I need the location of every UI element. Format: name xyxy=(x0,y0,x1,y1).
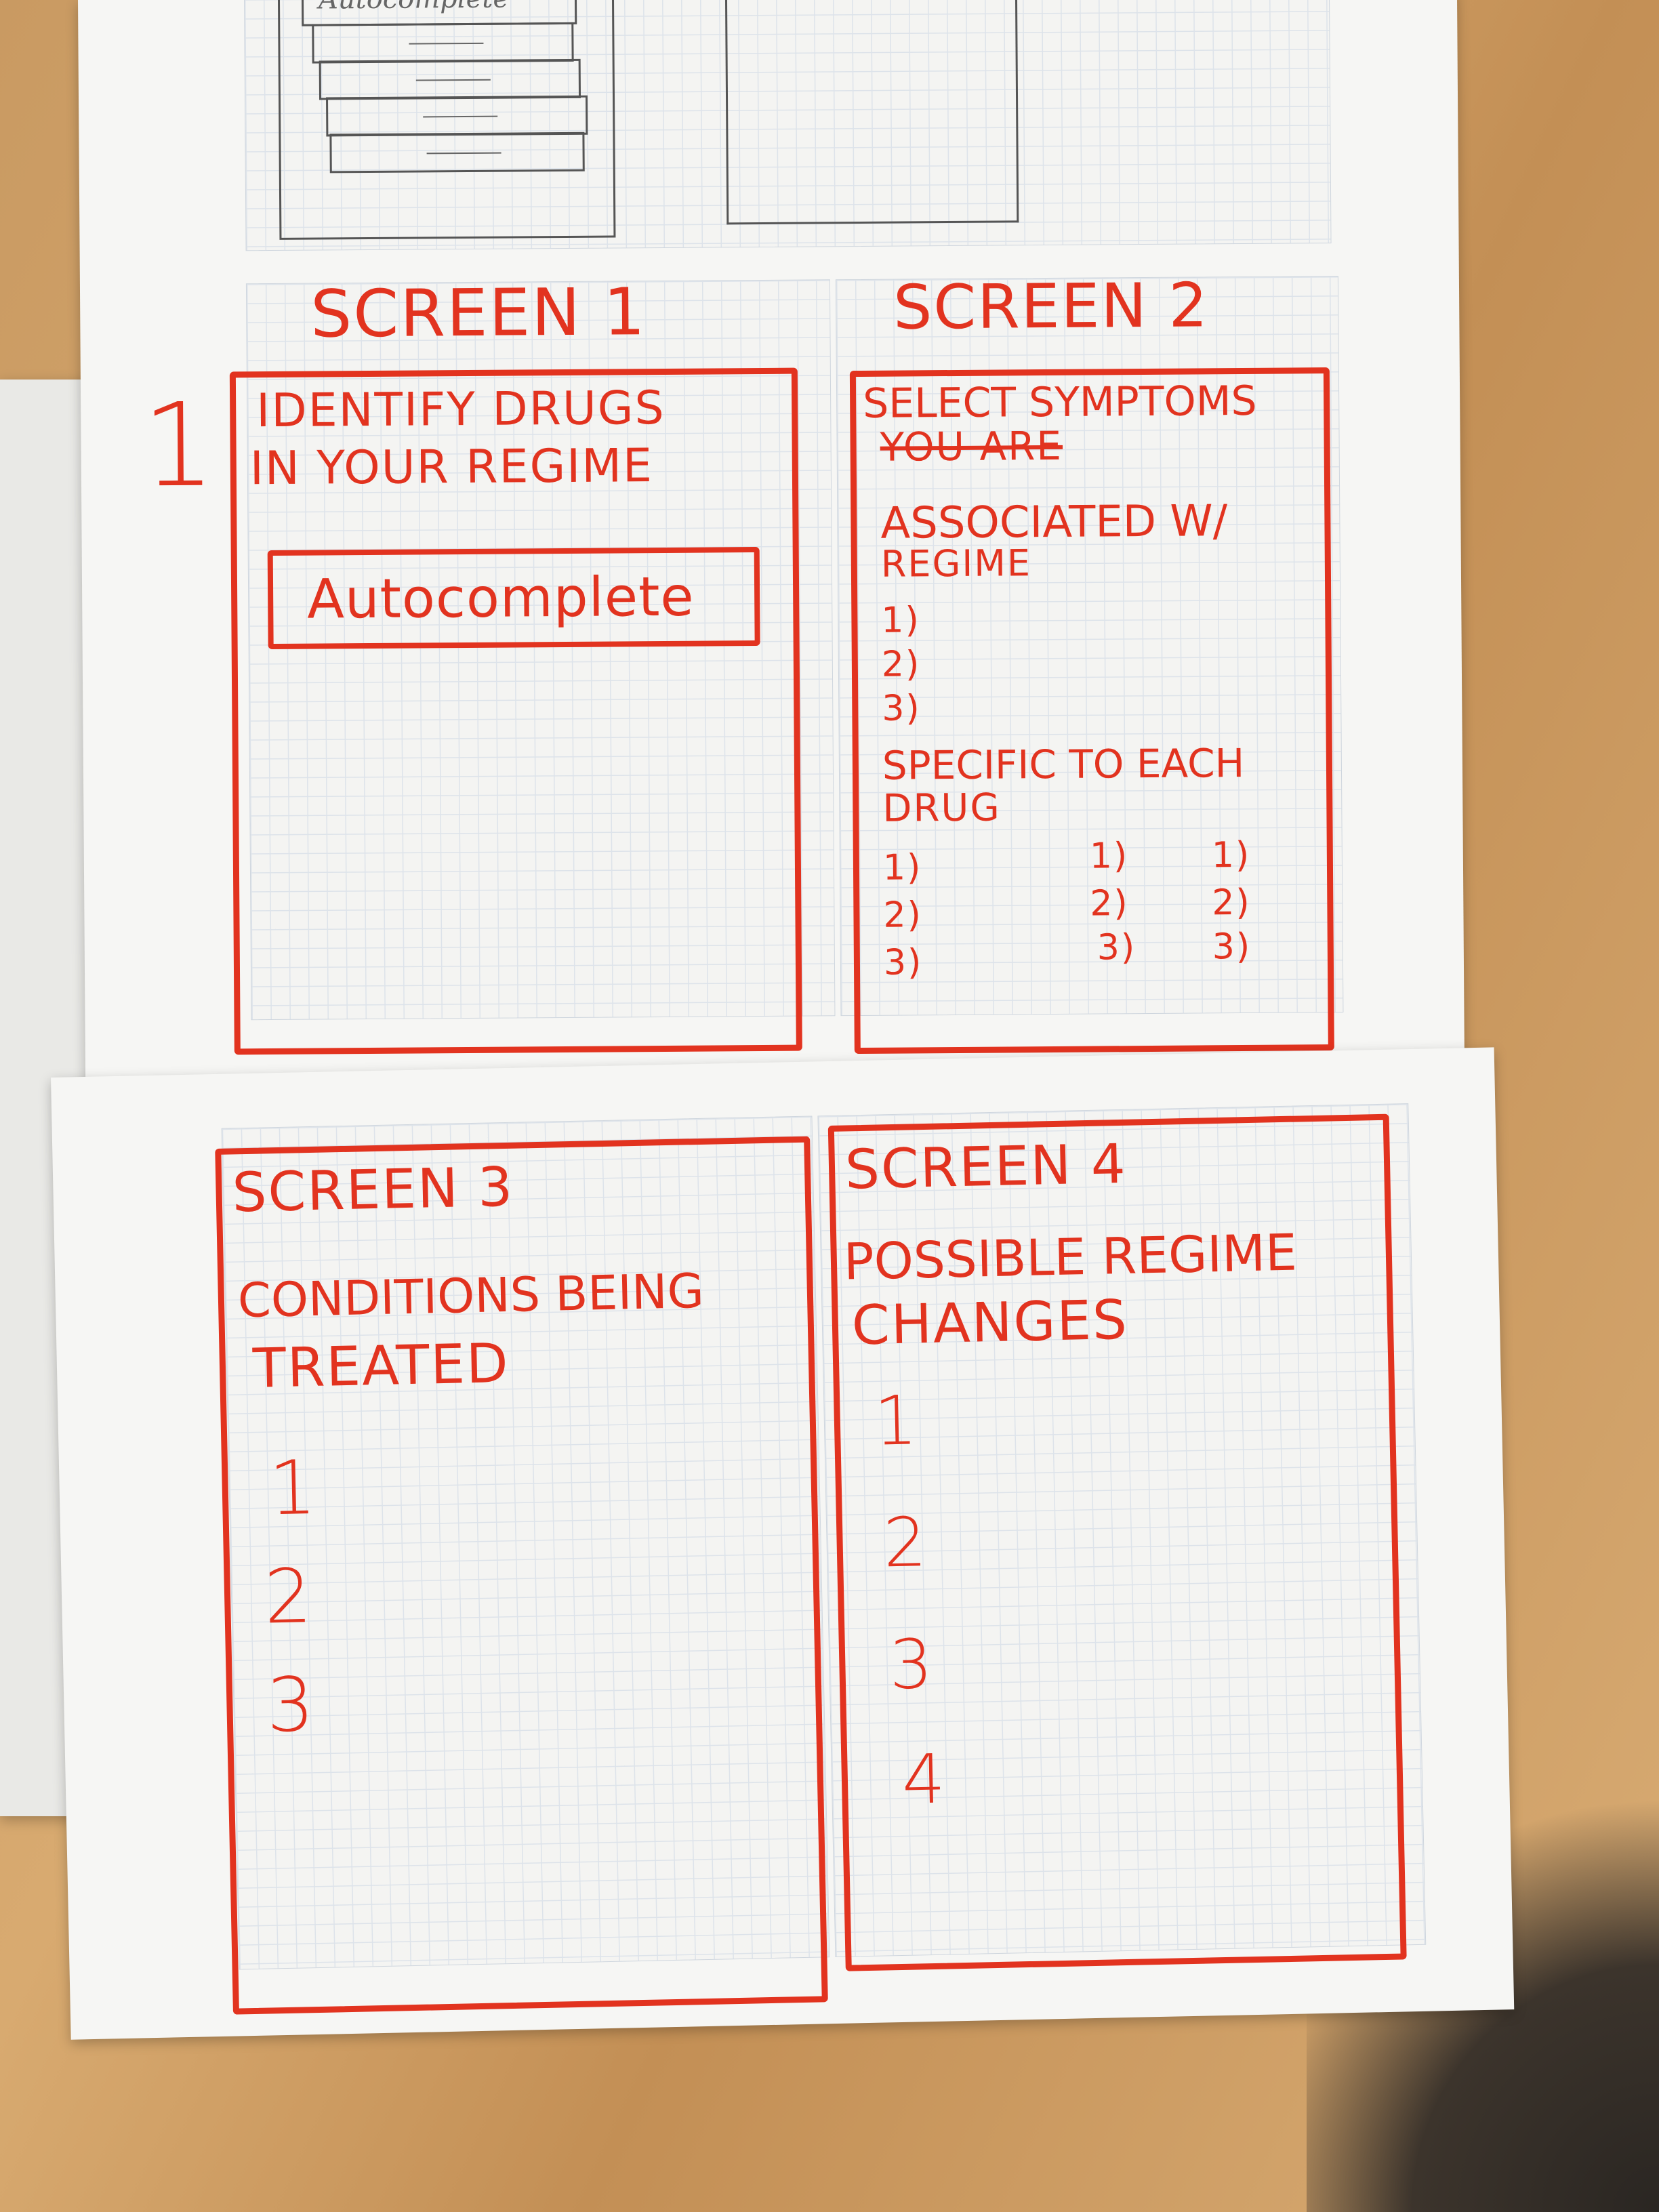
drug1-item-2: 2) xyxy=(883,895,923,936)
screen3-frame: SCREEN 3 CONDITIONS BEING TREATED 1 2 3 xyxy=(215,1136,828,2015)
pencil-autocomplete-label: Autocomplete xyxy=(319,0,509,16)
screen2-section1-item-3: 3) xyxy=(882,688,921,729)
pencil-option-4 xyxy=(329,131,585,173)
screen2-section1-line1: ASSOCIATED W/ xyxy=(880,496,1228,549)
drug2-item-3: 3) xyxy=(1097,927,1136,968)
pencil-option-2 xyxy=(319,58,581,100)
screen3-heading-line2: TREATED xyxy=(252,1331,510,1400)
screen4-title: SCREEN 4 xyxy=(844,1132,1128,1202)
drug2-item-2: 2) xyxy=(1090,883,1129,924)
pencil-option-3 xyxy=(326,95,588,137)
screen2-section1-line2: REGIME xyxy=(880,541,1032,586)
screen4-item-4: 4 xyxy=(901,1739,947,1820)
drug3-item-3: 3) xyxy=(1212,926,1252,968)
screen4-item-2: 2 xyxy=(882,1502,929,1583)
screen1-title: SCREEN 1 xyxy=(310,274,647,352)
autocomplete-input-label: Autocomplete xyxy=(306,565,695,631)
screen1-heading-line1: IDENTIFY DRUGS xyxy=(255,381,665,438)
screen2-section2-line2: DRUG xyxy=(882,785,1002,831)
screen4-frame: SCREEN 4 POSSIBLE REGIME CHANGES 1 2 3 4 xyxy=(827,1113,1407,1971)
screen2-section1-item-2: 2) xyxy=(881,644,921,685)
pencil-option-1 xyxy=(312,22,574,64)
screen2-section1-item-1: 1) xyxy=(881,600,921,641)
drug2-item-1: 1) xyxy=(1089,836,1129,877)
screen1-frame: IDENTIFY DRUGS IN YOUR REGIME Autocomple… xyxy=(229,367,802,1055)
screen2-heading: SELECT SYMPTOMS xyxy=(862,377,1257,428)
screen2-title: SCREEN 2 xyxy=(893,270,1209,344)
screen4-heading-line2: CHANGES xyxy=(851,1288,1129,1357)
pencil-panel xyxy=(724,0,1019,225)
drug1-item-1: 1) xyxy=(882,847,922,888)
drug1-item-3: 3) xyxy=(883,942,923,983)
drug3-item-2: 2) xyxy=(1212,882,1251,924)
screen4-item-3: 3 xyxy=(888,1624,935,1705)
screen2-frame: SELECT SYMPTOMS YOU ARE ASSOCIATED W/ RE… xyxy=(849,367,1334,1054)
top-sheet: Autocomplete 1 SCREEN 1 IDENTIFY DRUGS I… xyxy=(78,0,1465,1105)
screen3-item-3: 3 xyxy=(266,1661,316,1749)
screen2-section2-line1: SPECIFIC TO EACH xyxy=(882,740,1245,789)
screen1-heading-line2: IN YOUR REGIME xyxy=(249,439,654,496)
screen3-item-2: 2 xyxy=(263,1553,314,1641)
bottom-sheet: SCREEN 3 CONDITIONS BEING TREATED 1 2 3 … xyxy=(51,1047,1515,2040)
screen3-item-1: 1 xyxy=(268,1443,319,1532)
screen3-heading-line1: CONDITIONS BEING xyxy=(237,1263,705,1329)
screen4-item-1: 1 xyxy=(873,1380,920,1461)
drug3-item-1: 1) xyxy=(1211,834,1251,876)
screen2-struck-text: YOU ARE xyxy=(880,422,1063,470)
autocomplete-input[interactable]: Autocomplete xyxy=(267,546,760,650)
margin-mark: 1 xyxy=(141,378,218,514)
screen4-heading-line1: POSSIBLE REGIME xyxy=(843,1223,1298,1292)
screen3-title: SCREEN 3 xyxy=(231,1155,515,1225)
